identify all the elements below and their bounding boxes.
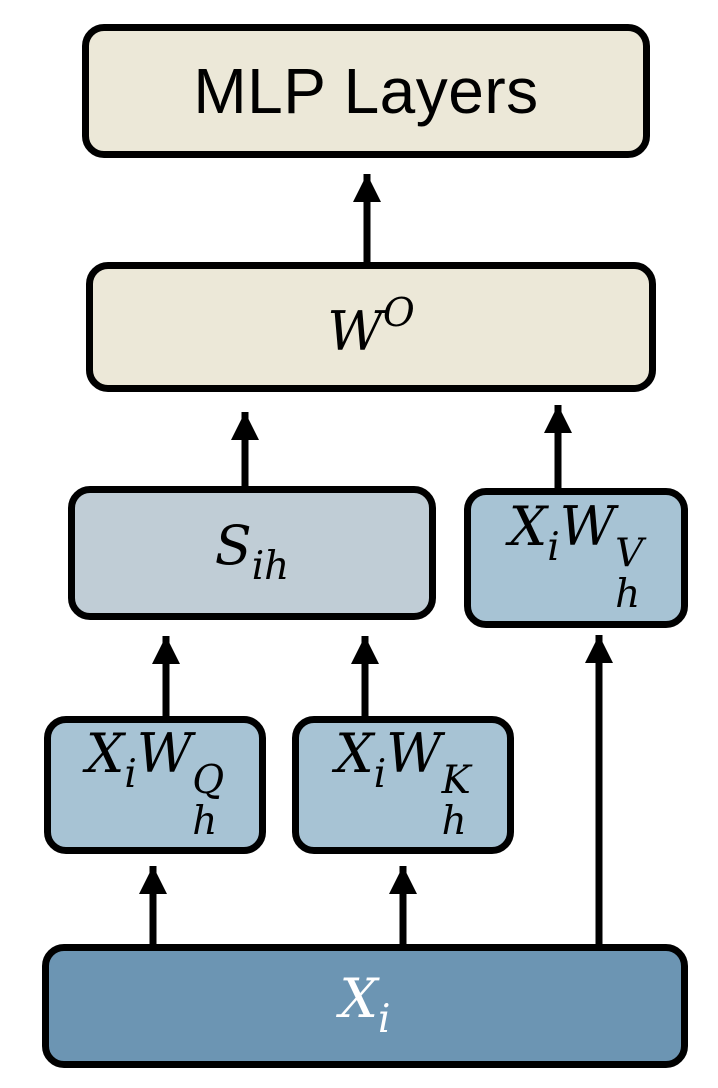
s-ih-label: Sih [214,514,290,589]
x-i-label: Xi [339,967,391,1042]
wo-box: WO [86,262,656,392]
wo-label: WO [327,290,415,364]
mlp-layers-box: MLP Layers [82,24,650,158]
s-ih-box: Sih [68,486,436,620]
mlp-layers-label: MLP Layers [193,55,539,127]
x-i-box: Xi [42,944,688,1068]
